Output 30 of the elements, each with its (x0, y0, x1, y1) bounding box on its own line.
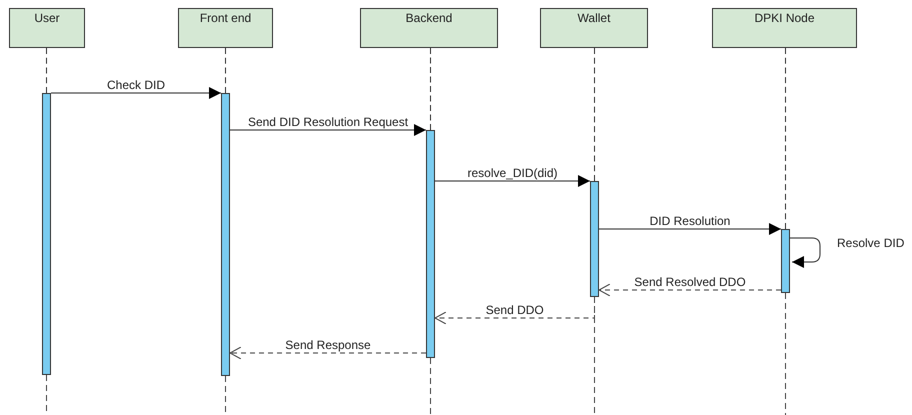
message-arrow (434, 175, 590, 187)
message-label: resolve_DID(did) (466, 166, 559, 180)
activation-bar (590, 181, 599, 297)
lifeline (46, 48, 47, 94)
message-label: Send Response (284, 338, 372, 352)
lifeline (785, 48, 786, 230)
message-label: Resolve DID (836, 236, 906, 250)
lifeline (430, 48, 431, 130)
activation-bar (426, 130, 435, 358)
lifeline (225, 48, 226, 94)
message-label: Send DDO (484, 303, 545, 317)
participant-box: User (9, 8, 85, 48)
return-arrow (598, 284, 782, 296)
participant-box: Wallet (540, 8, 648, 48)
participant-box: Backend (360, 8, 498, 48)
message-label: Check DID (106, 78, 166, 92)
activation-bar (781, 229, 790, 293)
message-label: DID Resolution (648, 214, 732, 228)
activation-bar (221, 93, 230, 376)
message-arrow (230, 124, 426, 136)
participant-box: Front end (178, 8, 273, 48)
return-arrow (230, 346, 426, 360)
message-label: Send DID Resolution Request (246, 115, 410, 129)
message-label: Send Resolved DDO (633, 275, 747, 289)
message-arrow (598, 223, 782, 235)
activation-bar (42, 93, 51, 375)
lifeline (594, 48, 595, 182)
participant-box: DPKI Node (712, 8, 857, 48)
self-message-arrow (790, 238, 820, 268)
message-arrow (50, 87, 222, 99)
